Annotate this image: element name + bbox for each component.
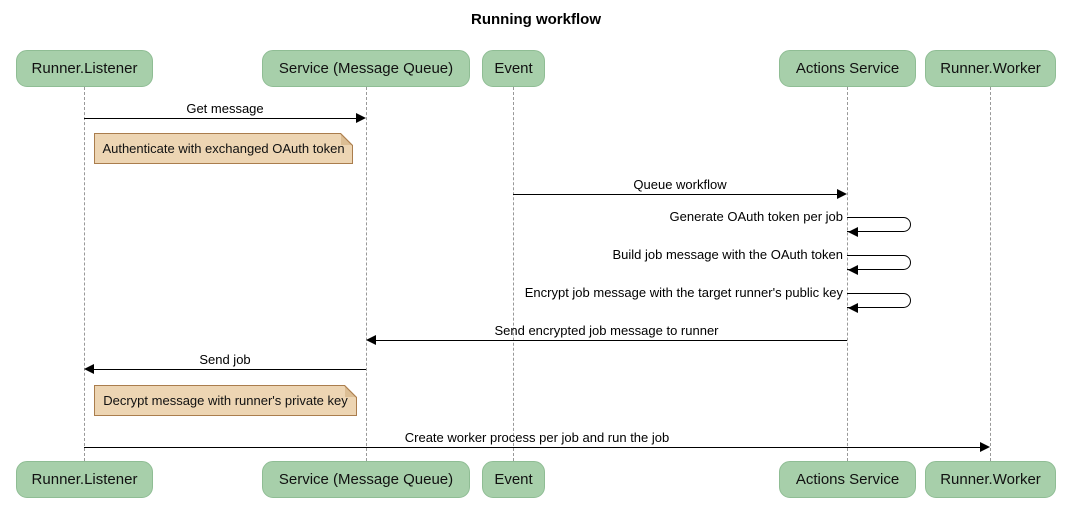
diagram-title: Running workflow <box>471 11 601 28</box>
arrowhead-right-icon <box>980 442 990 452</box>
message-label-send-encrypted-job: Send encrypted job message to runner <box>494 323 719 338</box>
actor-top-runner-worker: Runner.Worker <box>925 50 1056 87</box>
arrowhead-left-icon <box>848 227 858 237</box>
actor-top-runner-listener: Runner.Listener <box>16 50 153 87</box>
message-line-get-message <box>84 118 356 119</box>
lifeline-runner-worker <box>990 87 991 461</box>
message-label-generate-oauth-token: Generate OAuth token per job <box>669 209 843 224</box>
arrowhead-right-icon <box>837 189 847 199</box>
actor-bottom-runner-worker: Runner.Worker <box>925 461 1056 498</box>
note-authenticate: Authenticate with exchanged OAuth token <box>94 133 353 164</box>
actor-bottom-event: Event <box>482 461 545 498</box>
actor-bottom-service-message-queue: Service (Message Queue) <box>262 461 470 498</box>
message-label-encrypt-job-message: Encrypt job message with the target runn… <box>524 285 843 300</box>
arrowhead-left-icon <box>848 303 858 313</box>
arrowhead-right-icon <box>356 113 366 123</box>
arrowhead-left-icon <box>366 335 376 345</box>
note-decrypt: Decrypt message with runner's private ke… <box>94 385 357 416</box>
self-message-loop <box>847 217 911 232</box>
arrowhead-left-icon <box>84 364 94 374</box>
arrowhead-left-icon <box>848 265 858 275</box>
actor-bottom-runner-listener: Runner.Listener <box>16 461 153 498</box>
message-line-queue-workflow <box>513 194 837 195</box>
message-line-send-encrypted-job <box>376 340 847 341</box>
self-message-loop <box>847 255 911 270</box>
lifeline-runner-listener <box>84 87 85 461</box>
self-message-loop <box>847 293 911 308</box>
lifeline-event <box>513 87 514 461</box>
message-label-send-job: Send job <box>199 352 251 367</box>
message-label-create-worker: Create worker process per job and run th… <box>404 430 670 445</box>
message-label-build-job-message: Build job message with the OAuth token <box>612 247 843 262</box>
message-label-queue-workflow: Queue workflow <box>633 177 727 192</box>
actor-bottom-actions-service: Actions Service <box>779 461 916 498</box>
message-label-get-message: Get message <box>186 101 264 116</box>
actor-top-service-message-queue: Service (Message Queue) <box>262 50 470 87</box>
message-line-send-job <box>94 369 366 370</box>
lifeline-actions-service <box>847 87 848 461</box>
actor-top-event: Event <box>482 50 545 87</box>
lifeline-service-message-queue <box>366 87 367 461</box>
actor-top-actions-service: Actions Service <box>779 50 916 87</box>
message-line-create-worker <box>84 447 980 448</box>
